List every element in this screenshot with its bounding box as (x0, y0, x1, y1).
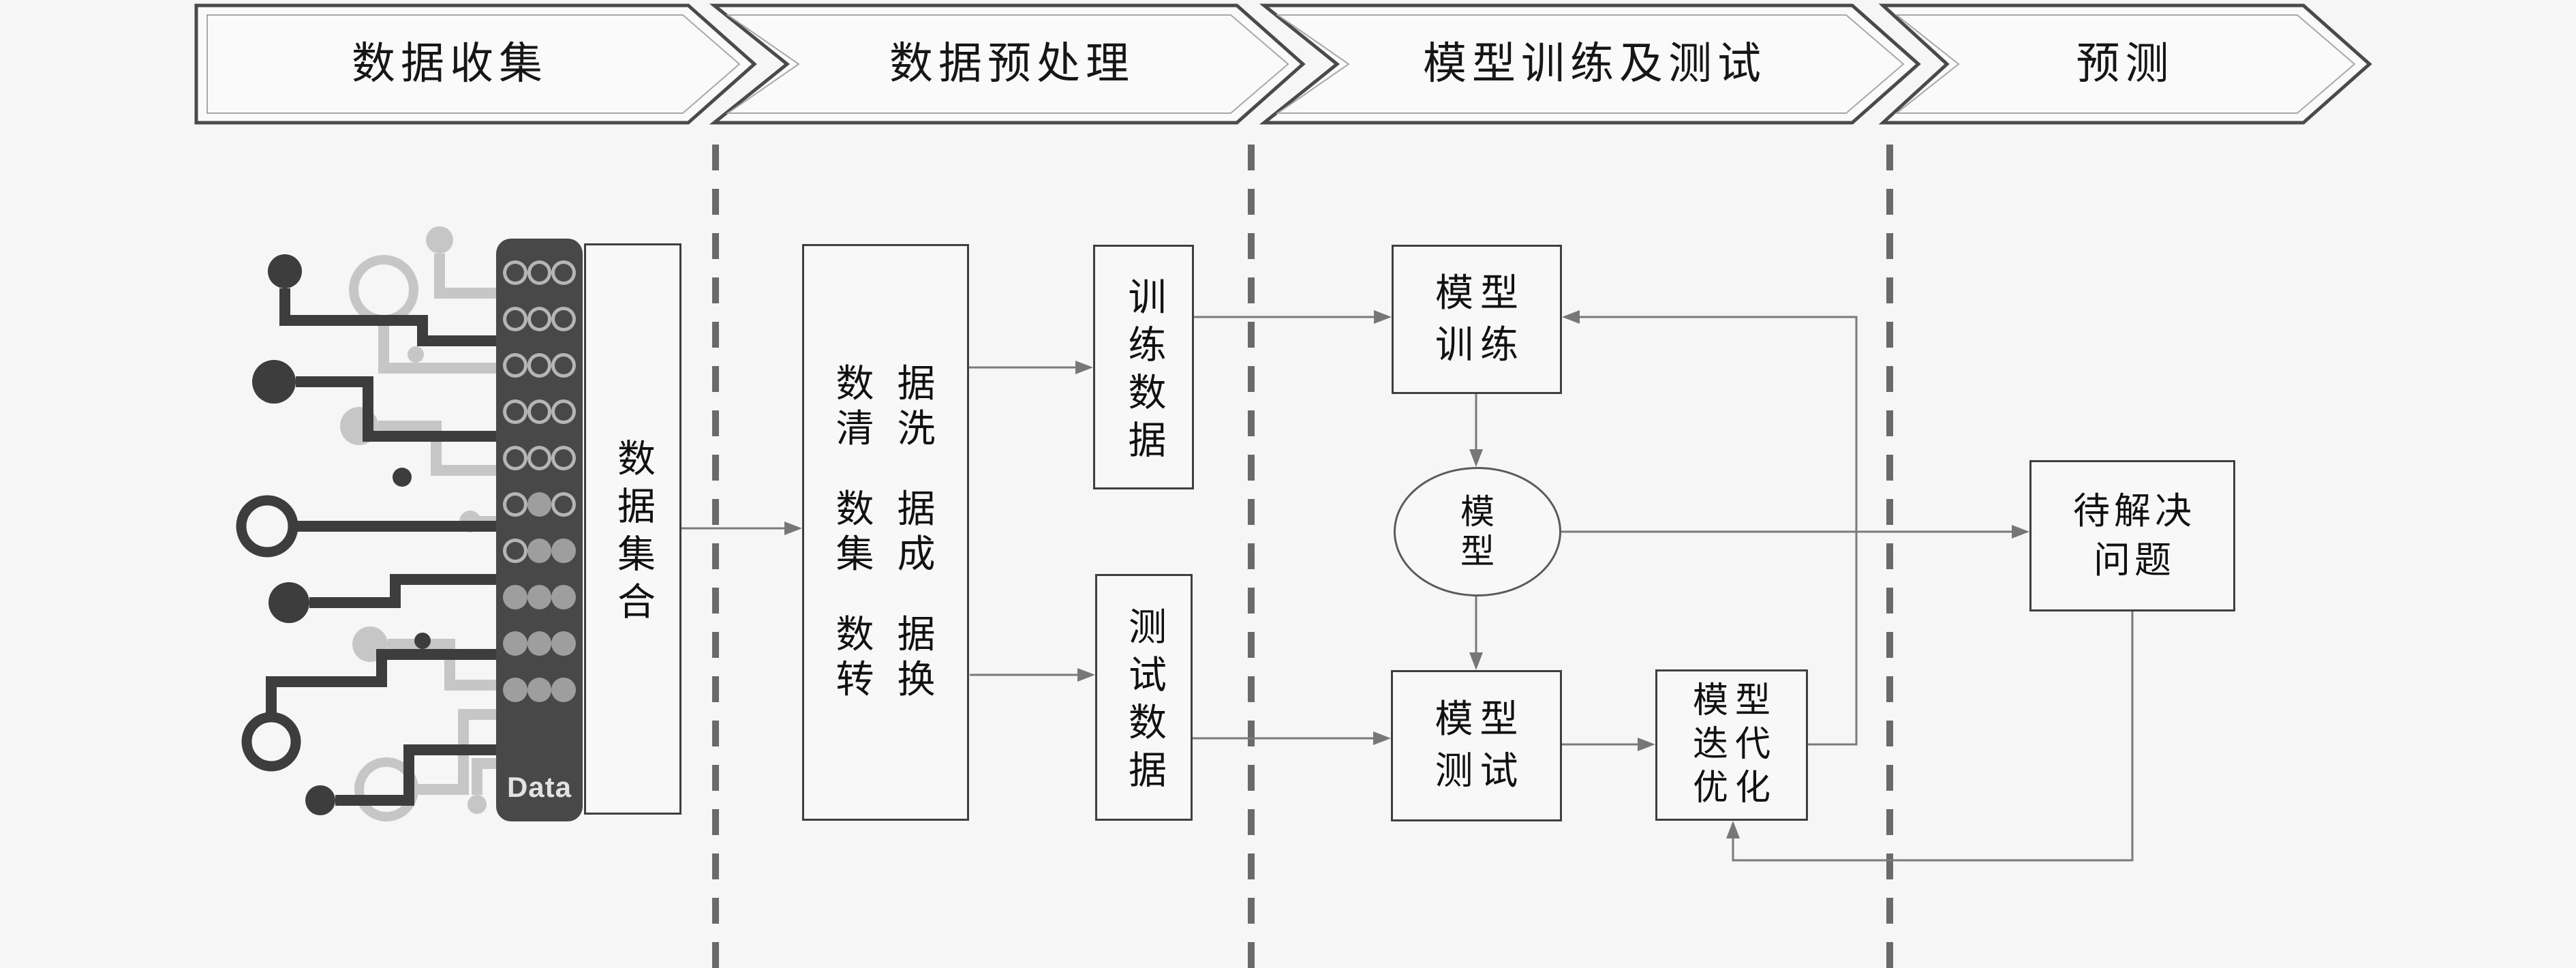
model-training-box: 模型 训练 (1392, 245, 1562, 394)
banner-label-data-collection: 数据收集 (352, 40, 548, 88)
training-data-label: 训练数据 (1122, 276, 1165, 468)
banner-shape-preprocessing (709, 3, 1306, 125)
flow-arrowheads (784, 310, 2029, 838)
model-training-line1: 模型 (1435, 272, 1525, 315)
dataset-box-label: 数据集合 (611, 438, 654, 629)
circuit-graphic-dark (236, 254, 496, 815)
step-line: 数据 (835, 363, 959, 406)
dataset-box: 数据集合 (584, 243, 681, 815)
flow-connectors (681, 316, 2134, 862)
stage-divider-dashed-lines (712, 145, 1893, 968)
step-line: 数据 (835, 489, 959, 531)
model-iteration-line1: 模型 (1692, 682, 1777, 721)
model-training-line2: 训练 (1435, 324, 1525, 367)
model-iteration-line3: 优化 (1692, 769, 1777, 808)
step-line: 集成 (835, 534, 959, 576)
training-data-box: 训练数据 (1093, 245, 1194, 489)
problem-line1: 待解决 (2073, 491, 2196, 532)
model-ellipse-line1: 模 (1460, 493, 1494, 531)
model-ellipse: 模 型 (1394, 467, 1561, 596)
step-line: 清洗 (835, 408, 959, 451)
data-panel: Data (496, 239, 583, 821)
model-iteration-line2: 迭代 (1692, 725, 1777, 764)
stage-banner-inner-lines (206, 14, 2356, 114)
problem-to-solve-box: 待解决 问题 (2029, 460, 2235, 611)
model-ellipse-line2: 型 (1460, 532, 1494, 571)
banner-shape-predict (1878, 3, 2372, 125)
test-data-label: 测试数据 (1122, 607, 1165, 798)
model-testing-line2: 测试 (1435, 751, 1525, 793)
banner-label-predict: 预测 (2076, 40, 2175, 88)
banner-shape-data-collection (194, 3, 757, 125)
stage-banner-shapes (194, 3, 2372, 125)
step-line: 数据 (835, 614, 959, 656)
banner-label-preprocessing: 数据预处理 (889, 40, 1135, 88)
model-testing-box: 模型 测试 (1391, 670, 1562, 821)
step-data-cleaning: 数据 清洗 (836, 362, 936, 452)
step-line: 转换 (835, 659, 959, 701)
data-panel-dots (502, 260, 577, 702)
preprocess-steps-box: 数据 清洗 数据 集成 数据 转换 (802, 244, 969, 821)
step-data-integration: 数据 集成 (836, 487, 936, 577)
model-iteration-box: 模型 迭代 优化 (1655, 669, 1808, 821)
banner-shape-train-test (1259, 3, 1921, 125)
model-testing-line1: 模型 (1435, 699, 1525, 741)
test-data-box: 测试数据 (1095, 574, 1193, 821)
banner-label-train-test: 模型训练及测试 (1423, 40, 1766, 88)
preprocess-steps: 数据 清洗 数据 集成 数据 转换 (836, 362, 936, 703)
step-data-transformation: 数据 转换 (836, 613, 936, 703)
data-panel-label: Data (506, 771, 572, 803)
problem-line2: 问题 (2094, 540, 2175, 581)
